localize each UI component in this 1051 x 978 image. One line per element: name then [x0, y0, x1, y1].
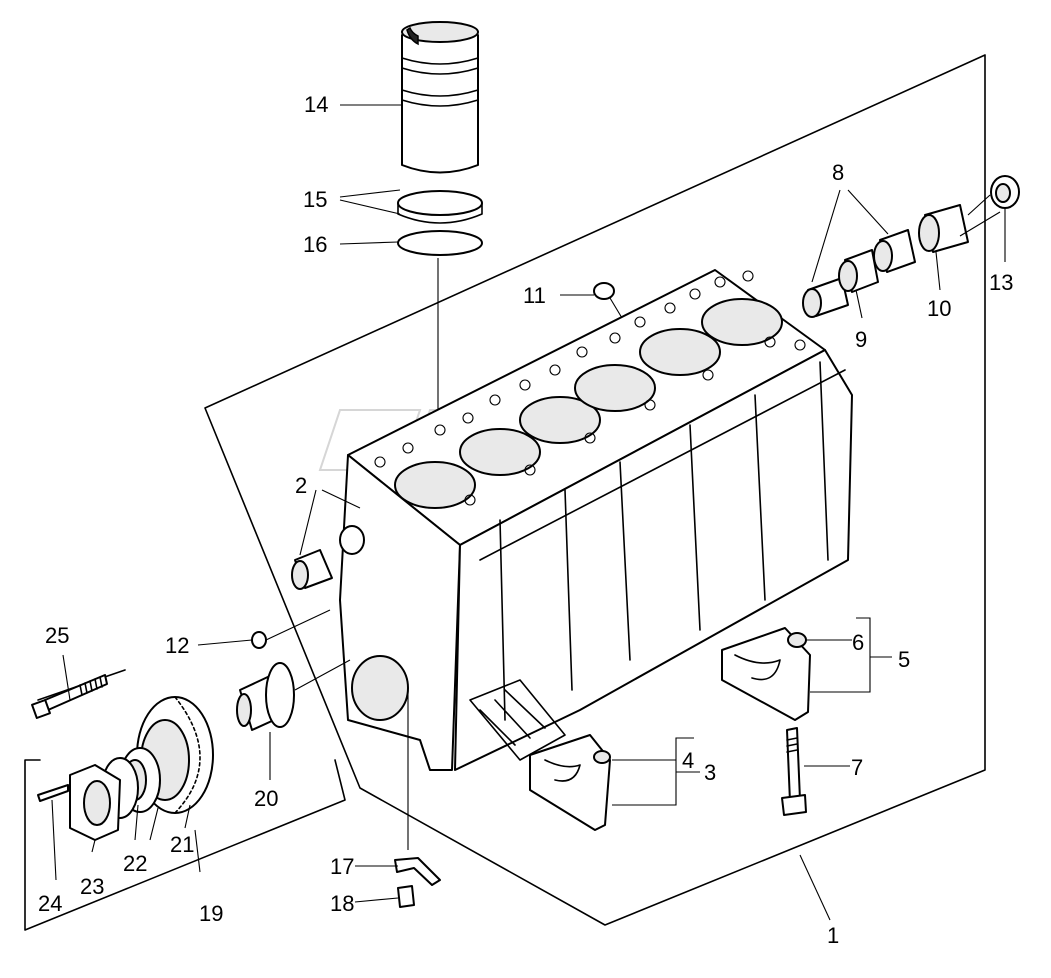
callout-2: 2	[295, 473, 307, 498]
callout-10: 10	[927, 296, 951, 321]
callout-12: 12	[165, 633, 189, 658]
callout-18: 18	[330, 891, 354, 916]
assembly-frame-19	[24, 669, 346, 931]
plug-12	[251, 631, 267, 649]
callout-23: 23	[80, 874, 104, 899]
bolt-25	[31, 674, 108, 719]
oil-nozzle	[394, 690, 441, 908]
callout-8: 8	[832, 160, 844, 185]
bolt-7	[781, 727, 807, 816]
cam-bushings	[802, 175, 1020, 318]
callout-labels: 1 2 3 4 5 6 7 8 9 10 11 12 13 14 15 16 1…	[38, 92, 1013, 948]
callout-6: 6	[852, 630, 864, 655]
callout-13: 13	[989, 270, 1013, 295]
cylinder-liner	[401, 21, 479, 174]
callout-9: 9	[855, 327, 867, 352]
callout-19: 19	[199, 901, 223, 926]
o-rings	[397, 190, 483, 256]
callout-14: 14	[304, 92, 328, 117]
callout-4: 4	[682, 748, 694, 773]
flange-23	[69, 764, 121, 841]
bearing-cap-3	[529, 734, 611, 831]
callout-7: 7	[851, 755, 863, 780]
engine-block	[339, 269, 853, 771]
callout-15: 15	[303, 187, 327, 212]
callout-20: 20	[254, 786, 278, 811]
gear-shaft	[236, 659, 351, 731]
callout-11: 11	[523, 283, 546, 308]
bolt-24	[37, 784, 69, 802]
bushing-2	[291, 549, 333, 590]
plug-12-guide	[265, 609, 331, 641]
assembly-frame-1	[204, 54, 986, 926]
callout-16: 16	[303, 232, 327, 257]
plug-11	[593, 282, 623, 319]
callout-3: 3	[704, 760, 716, 785]
callout-22: 22	[123, 851, 147, 876]
callout-5: 5	[898, 647, 910, 672]
callout-21: 21	[170, 832, 194, 857]
callout-24: 24	[38, 891, 62, 916]
callout-1: 1	[827, 923, 839, 948]
bearing-cap-5	[721, 627, 811, 721]
leader-lines	[51, 104, 1006, 921]
callout-25: 25	[45, 623, 69, 648]
callout-17: 17	[330, 854, 354, 879]
